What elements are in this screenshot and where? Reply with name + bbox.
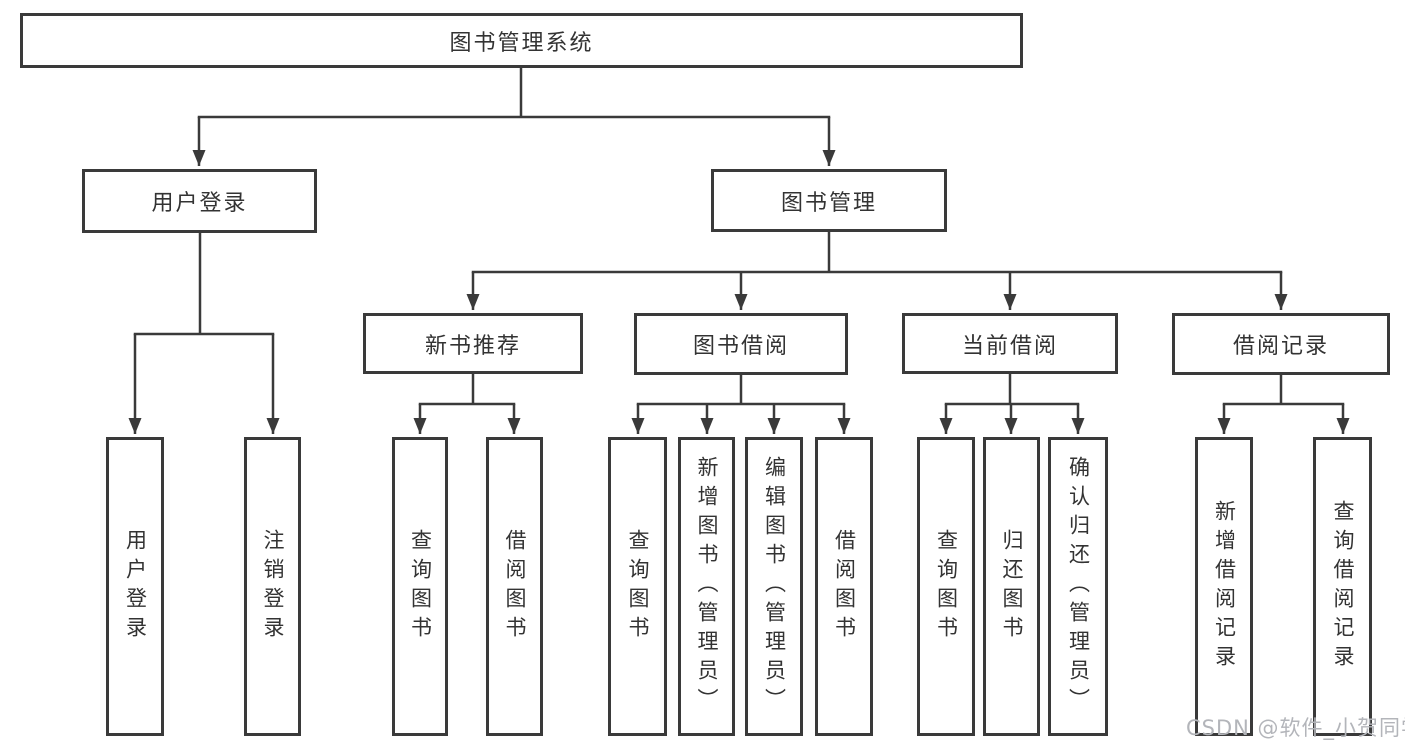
node-label: 图书管理系统 — [449, 30, 594, 56]
leaf-label: 查询图书 — [408, 528, 433, 645]
branch-user-login — [133, 231, 275, 336]
leaf-return-books: 归还图书 — [983, 437, 1040, 736]
node-label: 图书管理 — [780, 190, 877, 216]
leaf-query-books-newbook: 查询图书 — [392, 437, 448, 736]
node-label: 新书推荐 — [424, 333, 521, 359]
leaf-borrow-books-newbook: 借阅图书 — [486, 437, 543, 736]
branch-book-management — [471, 230, 1283, 274]
node-book-borrowing: 图书借阅 — [634, 313, 848, 375]
node-library-management-system: 图书管理系统 — [20, 13, 1023, 68]
node-current-borrowing: 当前借阅 — [902, 313, 1118, 374]
leaf-label: 编辑图书（管理员） — [762, 456, 787, 717]
leaf-label: 借阅图书 — [503, 528, 527, 645]
leaf-label: 查询图书 — [626, 528, 650, 645]
leaf-query-borrow-record: 查询借阅记录 — [1313, 437, 1372, 736]
branch-current-borrow — [944, 372, 1080, 406]
leaf-label: 查询图书 — [934, 528, 959, 645]
node-label: 图书借阅 — [692, 334, 789, 359]
leaf-label: 借阅图书 — [832, 528, 857, 645]
node-book-management: 图书管理 — [711, 169, 947, 232]
leaf-label: 新增借阅记录 — [1212, 499, 1237, 674]
tree-branches — [133, 66, 1345, 406]
branch-new-book — [418, 372, 516, 406]
leaf-confirm-return-admin: 确认归还（管理员） — [1048, 437, 1108, 736]
branch-borrow-records — [1222, 372, 1345, 406]
leaf-label: 注销登录 — [261, 528, 285, 645]
leaf-query-books-borrow: 查询图书 — [608, 437, 667, 736]
node-label: 当前借阅 — [961, 333, 1058, 359]
leaf-edit-book-admin: 编辑图书（管理员） — [745, 437, 803, 736]
node-borrowing-records: 借阅记录 — [1172, 313, 1390, 375]
node-label: 用户登录 — [151, 191, 248, 216]
leaf-label: 确认归还（管理员） — [1066, 456, 1091, 717]
csdn-watermark: CSDN @软件_小贺同学 — [1186, 716, 1405, 740]
node-new-book-recommendation: 新书推荐 — [363, 313, 583, 374]
leaf-label: 查询借阅记录 — [1331, 499, 1355, 674]
leaf-logout: 注销登录 — [244, 437, 301, 736]
leaf-add-book-admin: 新增图书（管理员） — [678, 437, 735, 736]
branch-book-borrow — [636, 373, 846, 406]
branch-root — [197, 66, 831, 119]
leaf-label: 归还图书 — [1000, 528, 1024, 645]
node-label: 借阅记录 — [1232, 334, 1329, 359]
leaf-add-borrow-record: 新增借阅记录 — [1195, 437, 1253, 736]
leaf-label: 用户登录 — [123, 528, 148, 645]
node-user-login: 用户登录 — [82, 169, 317, 233]
leaf-borrow-books: 借阅图书 — [815, 437, 873, 736]
leaf-user-login: 用户登录 — [106, 437, 164, 736]
leaf-label: 新增图书（管理员） — [695, 456, 719, 717]
tree-arrows — [128, 117, 1350, 434]
leaf-query-books-current: 查询图书 — [917, 437, 975, 736]
